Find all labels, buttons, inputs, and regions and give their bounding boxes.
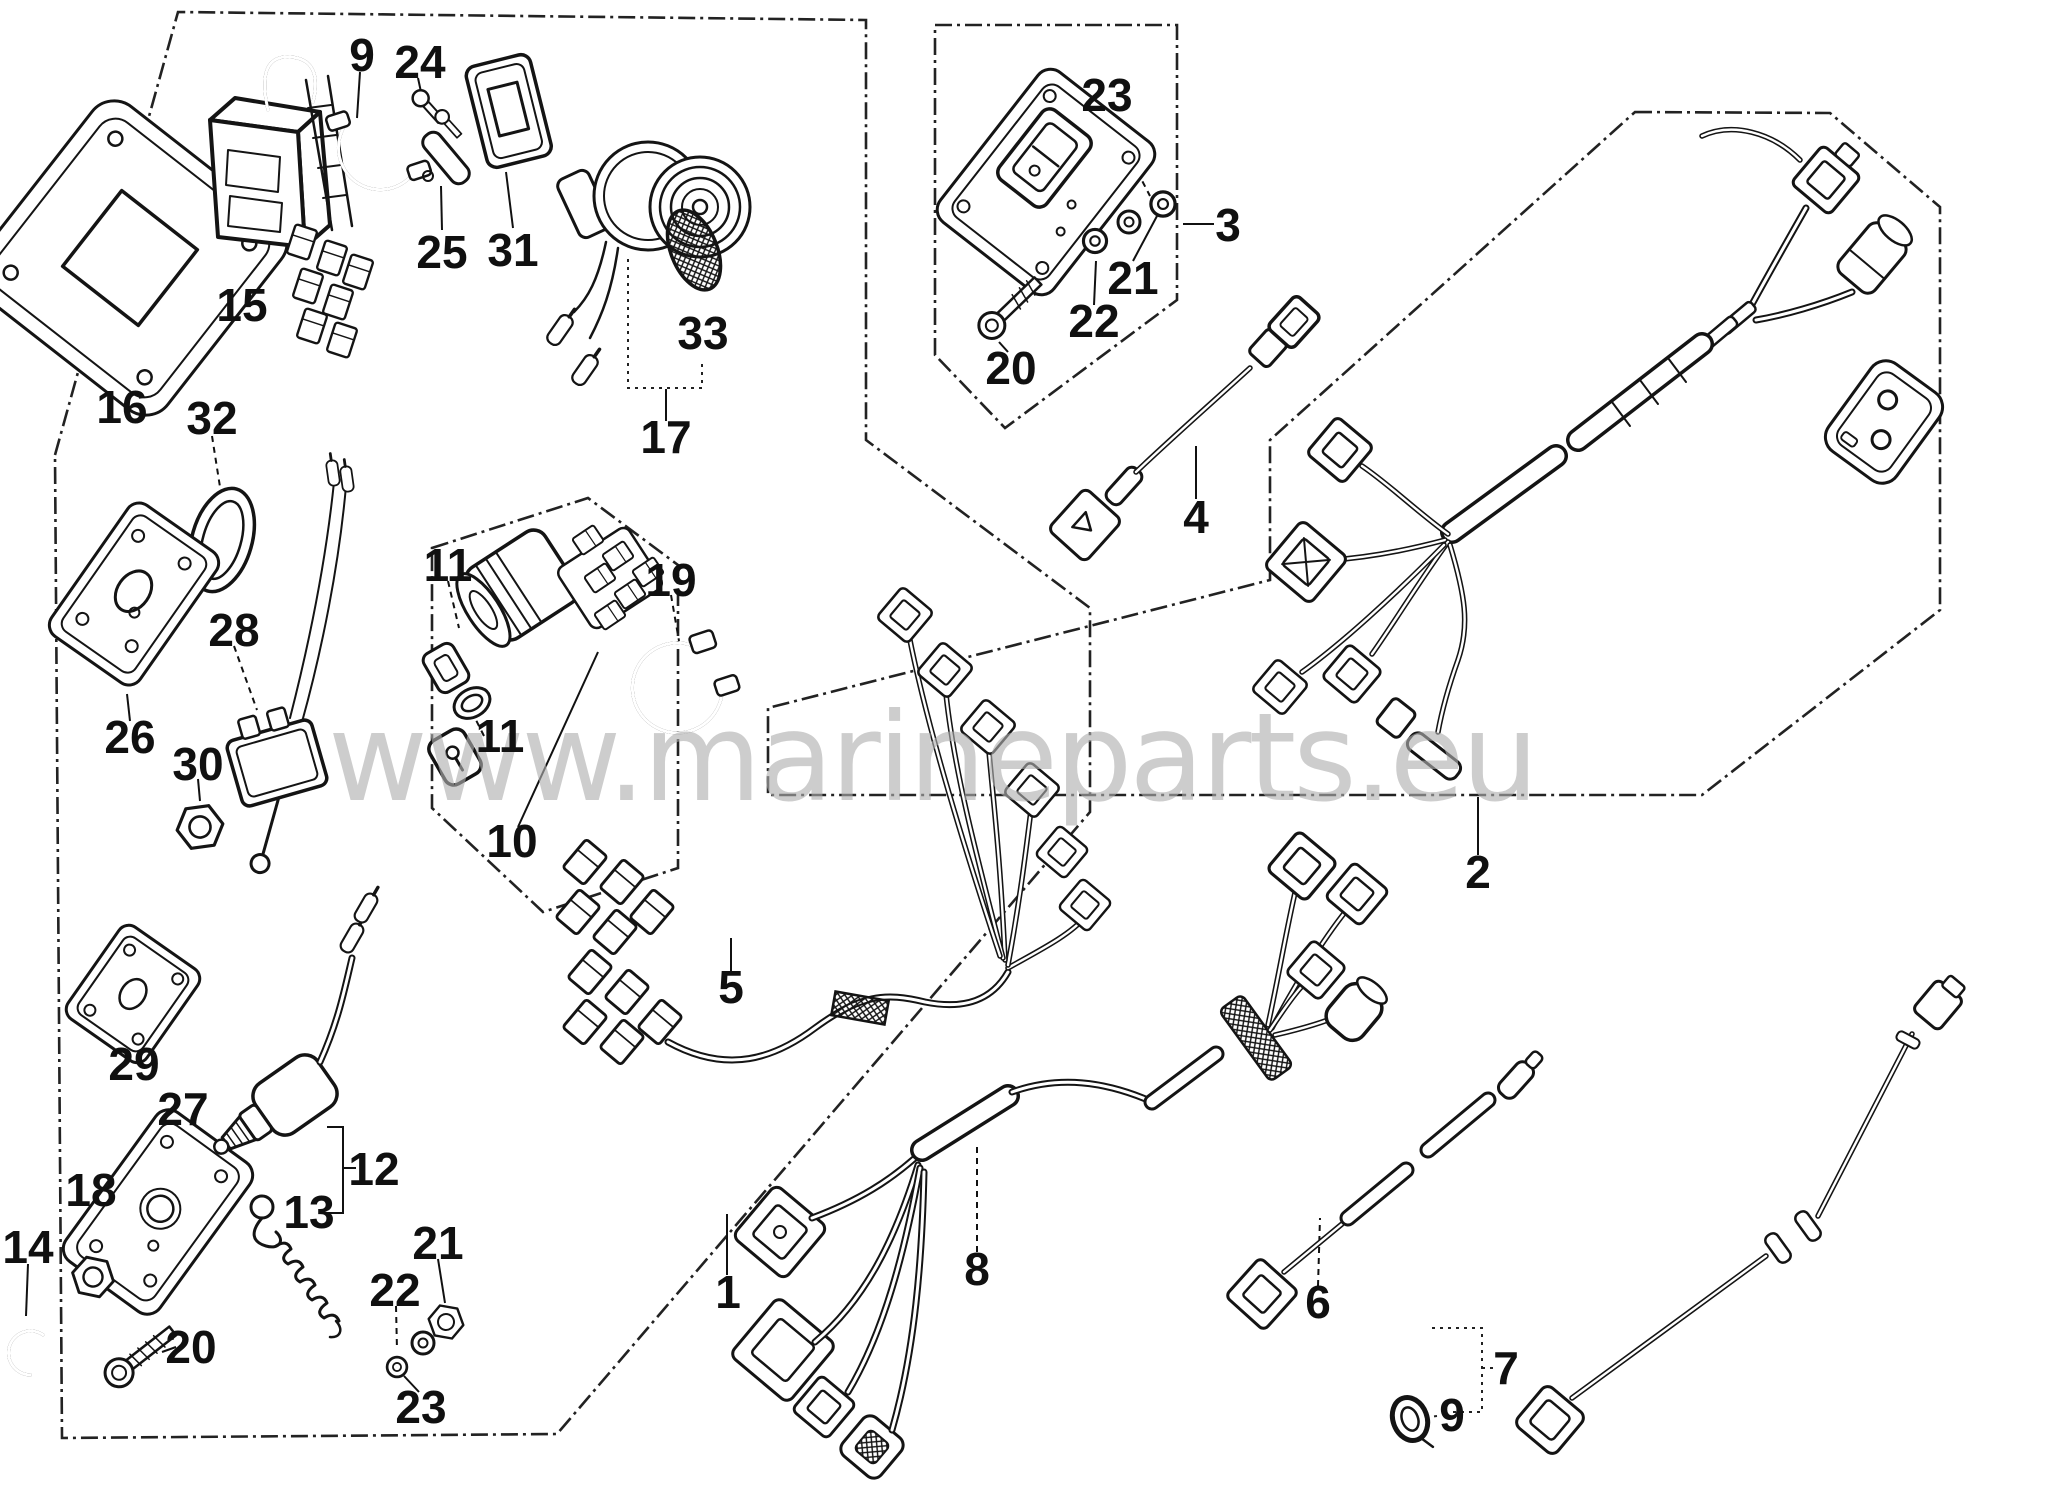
part-20-screw-bottom [103,1325,178,1389]
part-20-screw-top [977,276,1043,340]
part-label: 19 [645,554,696,606]
part-9-grommet [1389,1395,1435,1449]
part-label: 2 [1465,846,1491,898]
part-label: 21 [412,1217,463,1269]
part-label: 21 [1107,252,1158,304]
part-12-stop-switch [213,882,386,1155]
part-15-combination-switch [208,55,375,360]
region-boundaries [53,10,1942,1440]
part-label: 1 [715,1266,741,1318]
part-33-mesh-disc [665,208,723,292]
part-14-clip [7,1329,45,1377]
part-label: 30 [172,738,223,790]
part-label: 23 [1081,69,1132,121]
part-label: 9 [349,29,375,81]
part-label: 29 [108,1038,159,1090]
part-label: 7 [1493,1342,1519,1394]
part-5-harness [554,584,1114,1067]
boundary-switch-panel-box [933,23,1179,430]
part-label: 22 [1068,295,1119,347]
part-label: 33 [677,307,728,359]
part-24-screws [411,89,463,139]
part-7-cable [1515,974,1966,1455]
part-25-pin-cylinder [421,130,471,186]
part-label: 27 [157,1083,208,1135]
watermark-text: www.marineparts.eu [328,687,1536,829]
part-label: 13 [283,1186,334,1238]
part-13-lanyard-spring [249,1194,342,1339]
part-9-clamp [325,110,433,192]
part-label: 12 [348,1143,399,1195]
part-label: 5 [718,961,744,1013]
part-label: 6 [1305,1276,1331,1328]
part-11-oring [452,686,492,720]
part-label: 20 [165,1321,216,1373]
part-label: 28 [208,604,259,656]
boundary-harness2-box [766,110,1942,797]
part-22-washer-bottom [410,1330,436,1356]
part-label: 16 [96,381,147,433]
part-label: 8 [964,1243,990,1295]
part-label: 3 [1215,199,1241,251]
part-11-ignition-switch [421,523,665,787]
part-29-plate [64,923,202,1065]
part-1-harness [731,828,1391,1480]
part-23-washer-bottom [385,1355,409,1379]
part-6-cable [1226,1050,1544,1330]
part-4-cable [1049,294,1321,562]
part-label: 17 [640,411,691,463]
part-label: 14 [2,1221,54,1273]
part-2-plug-housing [1823,359,1945,485]
boundary-ignition-box [430,496,680,914]
part-28-toggle-switch [225,451,356,875]
part-30-nut [172,802,228,852]
part-27-plate [61,1108,255,1316]
part-10-contact-base [556,523,665,632]
part-label: 11 [476,710,525,762]
part-label: 26 [104,711,155,763]
part-label: 9 [1439,1389,1465,1441]
part-2-harness [1249,127,1945,781]
part-label: 31 [487,224,538,276]
part-label: 23 [395,1381,446,1433]
part-3-switch-panel [935,67,1177,340]
part-label: 25 [416,226,467,278]
part-16-mount-plate [0,99,289,417]
part-label: 11 [424,539,473,591]
part-26-plate [47,501,221,687]
part-label: 4 [1183,491,1209,543]
part-label: 20 [985,342,1036,394]
part-label: 22 [369,1264,420,1316]
part-31-bracket [464,52,553,170]
part-label: 24 [394,36,446,88]
part-label: 18 [65,1164,116,1216]
part-label: 10 [486,815,537,867]
part-label: 15 [216,279,267,331]
part-label: 32 [186,392,237,444]
part-19-clamp-band [630,629,741,735]
